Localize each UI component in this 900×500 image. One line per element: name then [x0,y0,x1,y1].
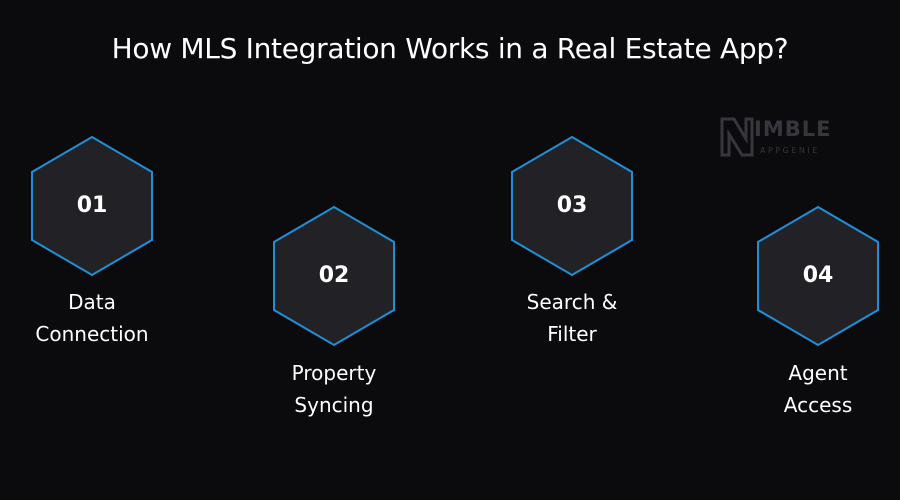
step-2-label-line-1: Property [291,361,377,385]
step-1-label-line-2: Connection [35,322,149,346]
step-2-label-line-2: Syncing [294,393,374,417]
step-1-hexagon: 01 [30,135,154,277]
hexagon-shape [31,135,153,277]
step-2-hexagon: 02 [272,205,396,347]
step-1-label-line-1: Data [68,290,116,314]
step-2-label: Property Syncing [244,357,424,421]
step-4-label-line-2: Access [783,393,853,417]
step-3-label-line-2: Filter [547,322,597,346]
hexagon-shape [757,205,879,347]
step-1-number: 01 [76,193,108,218]
step-3-label-line-1: Search & [526,290,618,314]
step-4-number: 04 [802,263,834,288]
step-1-label: Data Connection [2,286,182,350]
logo-wordmark: IMBLE [754,117,832,141]
hexagon-shape [273,205,395,347]
step-3-number: 03 [556,193,588,218]
step-4-label-line-1: Agent [788,361,848,385]
step-4-hexagon: 04 [756,205,880,347]
step-3-hexagon: 03 [510,135,634,277]
page-title: How MLS Integration Works in a Real Esta… [111,32,789,65]
logo-n-mark-icon [720,117,754,157]
step-4-label: Agent Access [728,357,900,421]
hexagon-shape [511,135,633,277]
step-2-number: 02 [318,263,350,288]
step-3-label: Search & Filter [482,286,662,350]
logo-subtext: APPGENIE [760,146,820,155]
nimble-appgenie-logo: IMBLE APPGENIE [720,115,850,165]
